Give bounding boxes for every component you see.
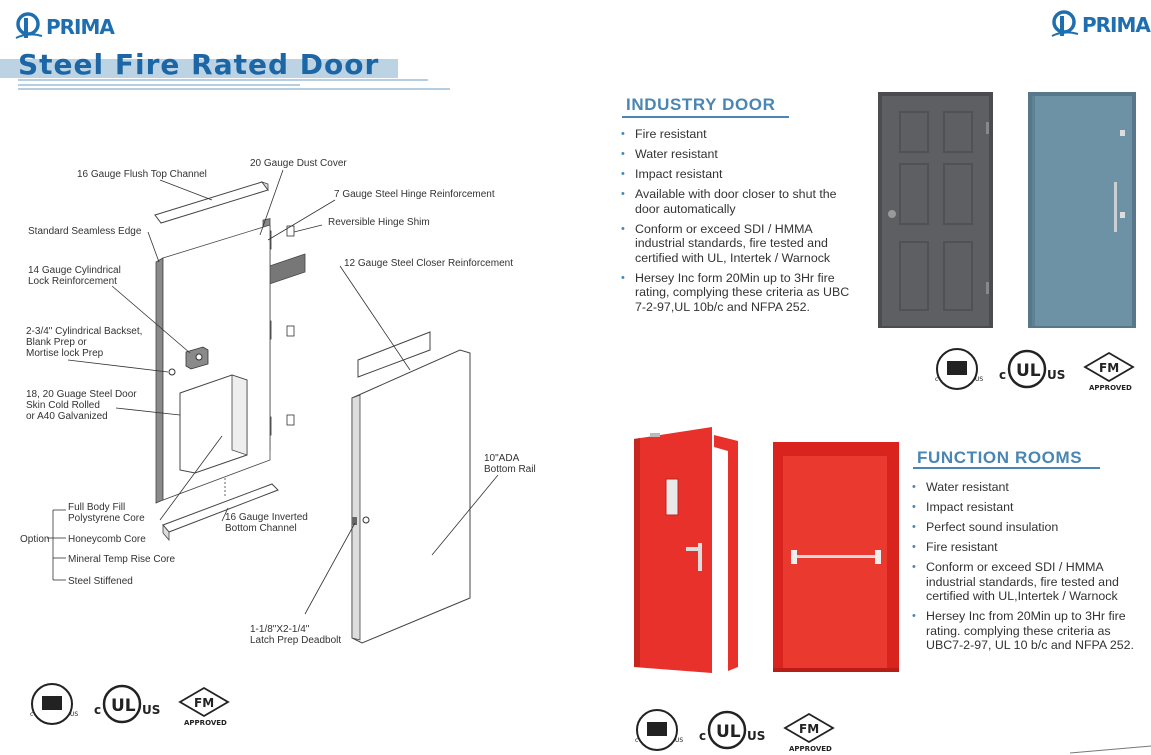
cert-us-label: US [70, 711, 78, 718]
ul-label: UL [716, 722, 741, 742]
feature-item: Perfect sound insulation [912, 520, 1144, 535]
feature-item: Water resistant [621, 147, 859, 162]
brand-logo-right: PRIMA [1050, 10, 1151, 40]
feature-item: Fire resistant [912, 540, 1144, 555]
cert-c-label: c [635, 737, 638, 744]
approved-label: APPROVED [789, 745, 832, 753]
callout-door-skin: 18, 20 Guage Steel Door Skin Cold Rolled… [26, 389, 137, 422]
function-rooms-features: Water resistant Impact resistant Perfect… [912, 480, 1144, 658]
approved-label: APPROVED [184, 719, 227, 727]
prima-logo-icon [15, 12, 43, 39]
fm-approved-icon: FM APPROVED [1083, 351, 1135, 392]
feature-item: Fire resistant [621, 127, 859, 142]
cert-c-label: c [935, 376, 938, 383]
grey-panel-door-image [878, 92, 993, 328]
ul-label: UL [111, 696, 136, 716]
certification-badges: c US c UL US FM APPROVED [30, 683, 230, 727]
callout-top-channel: 16 Gauge Flush Top Channel [77, 169, 207, 180]
callout-dust-cover: 20 Gauge Dust Cover [250, 158, 347, 169]
feature-item: Conform or exceed SDI / HMMA industrial … [621, 222, 859, 266]
fm-label: FM [1099, 361, 1119, 375]
feature-item: Conform or exceed SDI / HMMA industrial … [912, 560, 1144, 604]
callout-hinge-reinforcement: 7 Gauge Steel Hinge Reinforcement [334, 189, 495, 200]
industry-door-features: Fire resistant Water resistant Impact re… [621, 127, 859, 320]
corner-accent [1070, 745, 1151, 754]
cert-us-label: US [142, 703, 160, 717]
callout-closer-reinforcement: 12 Gauge Steel Closer Reinforcement [344, 258, 513, 269]
callout-core-polystyrene: Full Body Fill Polystyrene Core [68, 502, 145, 524]
warnock-hersey-icon: c US [635, 709, 683, 751]
cert-c-label: c [30, 711, 33, 718]
callout-core-mineral: Mineral Temp Rise Core [68, 554, 176, 565]
function-rooms-rule [913, 467, 1100, 469]
callout-lock-reinforcement: 14 Gauge Cylindrical Lock Reinforcement [28, 265, 121, 287]
warnock-hersey-icon: c US [30, 683, 78, 725]
title-band [0, 59, 398, 78]
page-title: Steel Fire Rated Door [18, 48, 380, 81]
callout-core-steel: Steel Stiffened [68, 576, 133, 587]
callout-bottom-rail: 10"ADA Bottom Rail [484, 453, 536, 475]
prima-logo-icon [1051, 10, 1079, 37]
cert-c-label: c [999, 368, 1006, 382]
fm-approved-icon: FM APPROVED [178, 686, 230, 727]
ul-listed-icon: c UL US [999, 349, 1065, 389]
ul-listed-icon: c UL US [94, 684, 160, 724]
callout-seamless-edge: Standard Seamless Edge [28, 226, 142, 237]
callout-backset: 2-3/4" Cylindrical Backset, Blank Prep o… [26, 326, 143, 359]
fm-label: FM [799, 722, 819, 736]
brand-name: PRIMA [46, 15, 115, 39]
cert-us-label: US [675, 737, 683, 744]
callout-hinge-shim: Reversible Hinge Shim [328, 217, 430, 228]
ul-label: UL [1016, 361, 1041, 381]
fm-approved-icon: FM APPROVED [783, 712, 835, 753]
ul-listed-icon: c UL US [699, 710, 765, 750]
teal-flush-door-image [1028, 92, 1136, 328]
feature-item: Available with door closer to shut the d… [621, 187, 859, 216]
cert-us-label: US [747, 729, 765, 743]
feature-item: Hersey Inc form 20Min up to 3Hr fire rat… [621, 271, 859, 315]
exploded-door-diagram [47, 169, 499, 644]
cert-c-label: c [699, 729, 706, 743]
brand-name: PRIMA [1082, 13, 1151, 37]
brand-logo: PRIMA [14, 12, 115, 42]
cert-c-label: c [94, 703, 101, 717]
function-rooms-title: FUNCTION ROOMS [917, 448, 1083, 467]
industry-door-rule [622, 116, 789, 118]
feature-item: Water resistant [912, 480, 1144, 495]
cert-us-label: US [1047, 368, 1065, 382]
title-underlines [18, 79, 450, 90]
red-panic-bar-door-image [773, 442, 899, 672]
industry-door-title: INDUSTRY DOOR [626, 95, 776, 114]
red-open-door-image [634, 427, 738, 673]
feature-item: Impact resistant [912, 500, 1144, 515]
fm-label: FM [194, 696, 214, 710]
callout-latch-prep: 1-1/8"X2-1/4" Latch Prep Deadbolt [250, 624, 342, 646]
warnock-hersey-icon: c US [935, 348, 983, 390]
certification-badges: c US c UL US FM APPROVED [635, 709, 835, 753]
feature-item: Impact resistant [621, 167, 859, 182]
callout-option: Option [20, 534, 50, 545]
callout-bottom-channel: 16 Gauge Inverted Bottom Channel [225, 512, 308, 534]
feature-item: Hersey Inc from 20Min up to 3Hr fire rat… [912, 609, 1144, 653]
certification-badges: c US c UL US FM APPROVED [935, 348, 1135, 392]
approved-label: APPROVED [1089, 384, 1132, 392]
cert-us-label: US [975, 376, 983, 383]
callout-core-honeycomb: Honeycomb Core [68, 534, 146, 545]
